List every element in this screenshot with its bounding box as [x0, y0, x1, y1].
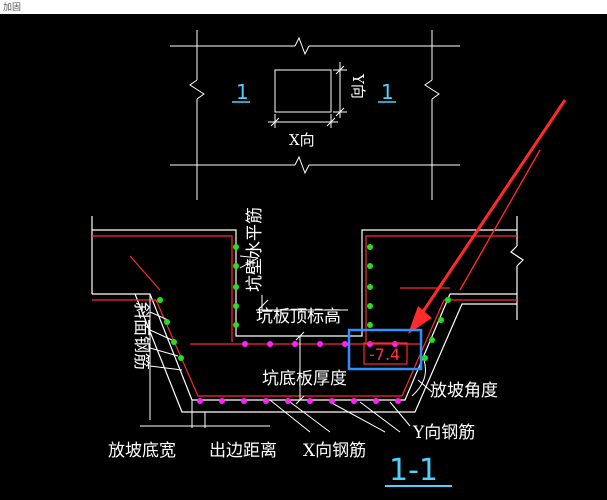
red-pointer-arrow	[408, 99, 567, 334]
elevation-highlight-box[interactable]	[347, 328, 423, 371]
annotation-leaders	[140, 255, 433, 433]
corner-label: 加固	[3, 2, 21, 13]
section-outline	[91, 216, 524, 413]
label-y-rebar: Y向钢筋	[412, 423, 475, 443]
plan-view	[170, 30, 460, 200]
plan-y-direction-label: Y向	[349, 73, 367, 99]
label-slope-rebar: 斜面钢筋	[131, 302, 151, 370]
header-strip	[0, 0, 607, 14]
plan-section-mark-right: 1	[381, 80, 394, 104]
elevation-value: -7.4	[369, 345, 400, 364]
label-pit-wall-horizontal-rebar: 坑壁水平筋	[245, 207, 265, 292]
plan-section-mark-left: 1	[236, 80, 249, 104]
label-slope-bottom-width: 放坡底宽	[108, 441, 176, 461]
plan-pit-rectangle	[274, 69, 332, 113]
green-rebar-dots	[157, 244, 451, 361]
section-title: 1-1	[389, 453, 438, 488]
elevation-value-frame	[363, 342, 408, 365]
plan-x-direction-label: X向	[289, 131, 315, 149]
label-x-rebar: X向钢筋	[303, 441, 366, 461]
label-pit-bottom-thickness: 坑底板厚度	[262, 369, 347, 389]
label-slab-top-elevation: 坑板顶标高	[256, 307, 341, 327]
label-slope-angle: 放坡角度	[430, 381, 498, 401]
label-edge-distance: 出边距离	[209, 441, 277, 461]
drawing-area	[0, 14, 607, 500]
